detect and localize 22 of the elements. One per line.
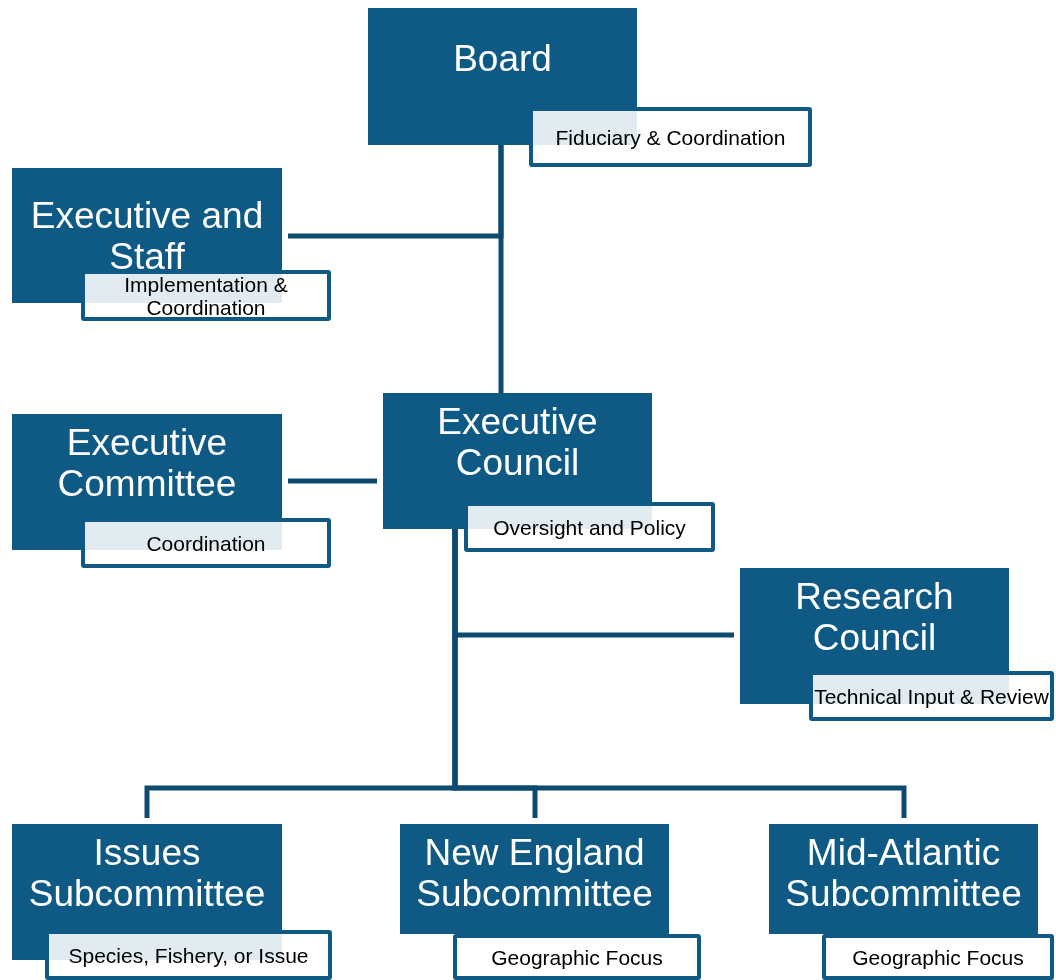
- unit-title: Mid-Atlantic Subcommittee: [784, 832, 1023, 914]
- role-label: Geographic Focus: [852, 945, 1024, 969]
- unit-box: [769, 824, 1038, 934]
- unit-title: Research Council: [794, 576, 955, 658]
- unit-title: New England Subcommittee: [415, 832, 654, 914]
- role-label: Oversight and Policy: [493, 515, 686, 539]
- role-label: Species, Fishery, or Issue: [68, 943, 309, 967]
- role-tag-box: [529, 107, 812, 167]
- role-label: Geographic Focus: [491, 945, 663, 969]
- role-label: Technical Input & Review: [814, 684, 1049, 708]
- role-label: Coordination: [146, 531, 266, 555]
- role-tag-box: [453, 934, 701, 980]
- unit-title: Executive Council: [436, 401, 599, 483]
- connector-line: [452, 529, 907, 818]
- unit-box: [400, 824, 669, 934]
- role-label: Fiduciary & Coordination: [555, 125, 786, 149]
- unit-title: Issues Subcommittee: [27, 832, 267, 914]
- role-tag-box: [822, 934, 1054, 980]
- unit-title: Executive Committee: [56, 422, 238, 504]
- unit-title: Board: [453, 38, 552, 79]
- connector-line: [498, 145, 504, 393]
- connector-line: [288, 478, 377, 484]
